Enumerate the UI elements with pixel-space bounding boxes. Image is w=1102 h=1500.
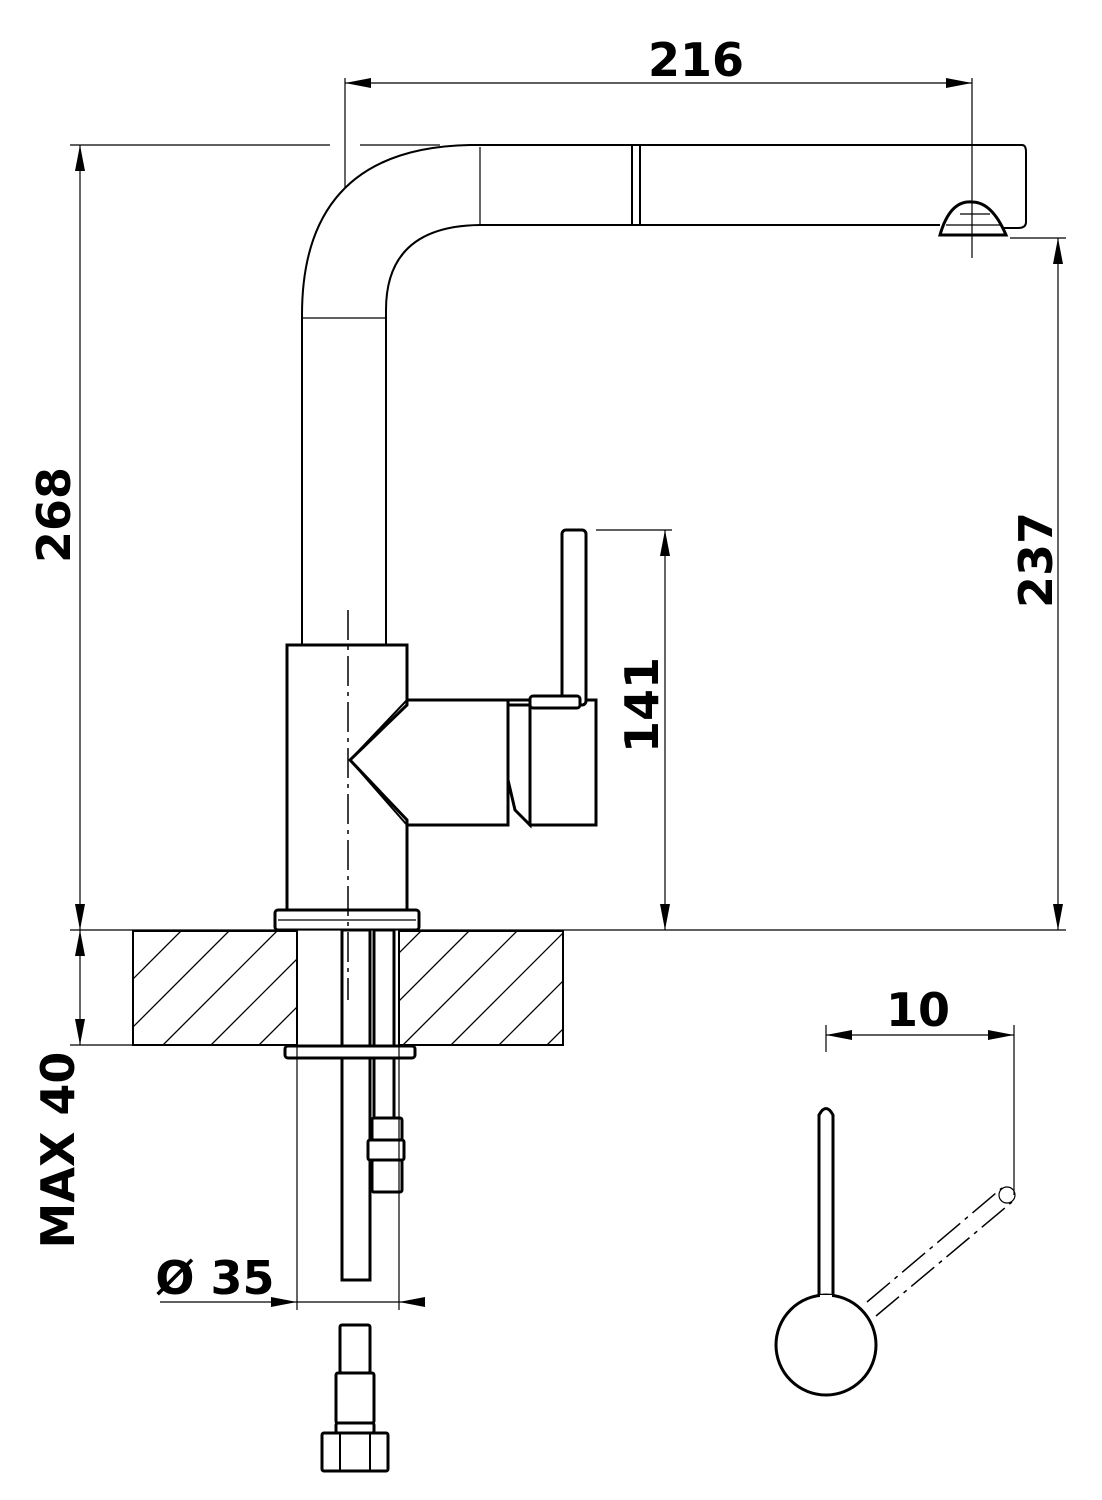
countertop-section: [132, 930, 564, 1046]
lever-handle: [560, 528, 588, 707]
hatch-line: [546, 1028, 563, 1045]
aerator: [938, 200, 1009, 237]
dim-label-10: 10: [886, 983, 950, 1037]
hatch-line: [402, 931, 518, 1045]
hatch-line: [450, 932, 563, 1045]
hatch-line: [133, 931, 182, 980]
dim-label-max40: MAX 40: [31, 1052, 85, 1249]
spout-inner: [385, 224, 940, 645]
faucet-body: [273, 144, 1027, 932]
lever-swing-detail: [774, 1107, 1016, 1397]
hatch-line: [133, 931, 134, 932]
dim-label-216: 216: [648, 33, 744, 87]
dimension-lines: [70, 78, 1066, 1310]
dim-label-141: 141: [615, 657, 669, 753]
hatch-line: [162, 931, 278, 1045]
dim-label-diameter: Ø 35: [155, 1251, 274, 1305]
hatch-line: [498, 980, 563, 1045]
dim-label-237: 237: [1009, 512, 1063, 608]
spout-outer: [301, 144, 1027, 645]
dim-label-268: 268: [27, 467, 81, 563]
